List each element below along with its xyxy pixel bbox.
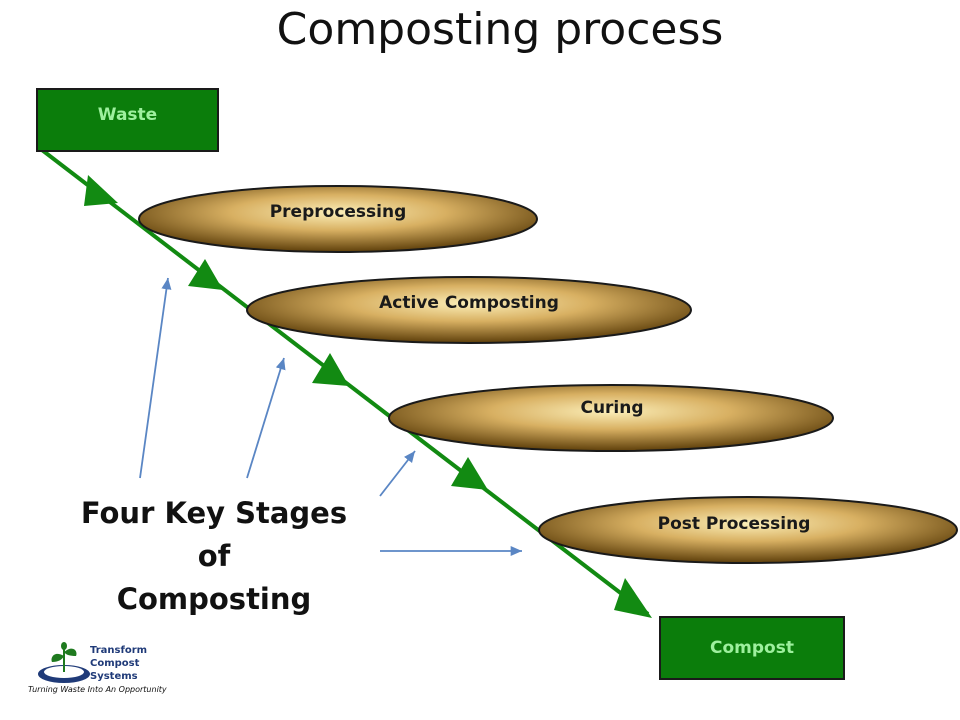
stage-label-curing: Curing <box>580 398 644 418</box>
stage-ellipse-post-processing <box>538 496 958 564</box>
logo-plant-icon <box>38 642 90 683</box>
pointer-arrow-2 <box>246 357 286 479</box>
flow-arrowhead-2 <box>188 259 223 290</box>
stage-label-active-composting: Active Composting <box>379 293 559 313</box>
pointer-arrow-1 <box>139 277 172 479</box>
stage-ellipse-active-composting <box>246 276 692 344</box>
stage-label-preprocessing: Preprocessing <box>269 202 407 222</box>
stage-ellipse-preprocessing <box>138 185 538 253</box>
pointer-arrow-3 <box>379 450 416 497</box>
flow-arrowhead-4 <box>451 457 488 490</box>
flow-arrowhead-3 <box>312 353 349 386</box>
caption: Four Key Stages of Composting <box>64 492 364 621</box>
waste-box: Waste <box>36 88 219 152</box>
logo-tagline: Turning Waste Into An Opportunity <box>28 685 167 694</box>
stage-label-post-processing: Post Processing <box>657 514 811 534</box>
stage-ellipse-curing <box>388 384 834 452</box>
waste-label: Waste <box>97 105 158 125</box>
caption-line-2: Composting <box>116 582 312 616</box>
flow-arrowhead-5 <box>614 578 652 618</box>
page-title: Composting process <box>276 4 724 55</box>
logo-name: Transform Compost Systems <box>90 645 148 682</box>
compost-label: Compost <box>710 638 794 658</box>
compost-box: Compost <box>659 616 845 680</box>
flow-arrowhead-1 <box>84 175 118 206</box>
caption-line-1: Four Key Stages of <box>80 496 348 573</box>
